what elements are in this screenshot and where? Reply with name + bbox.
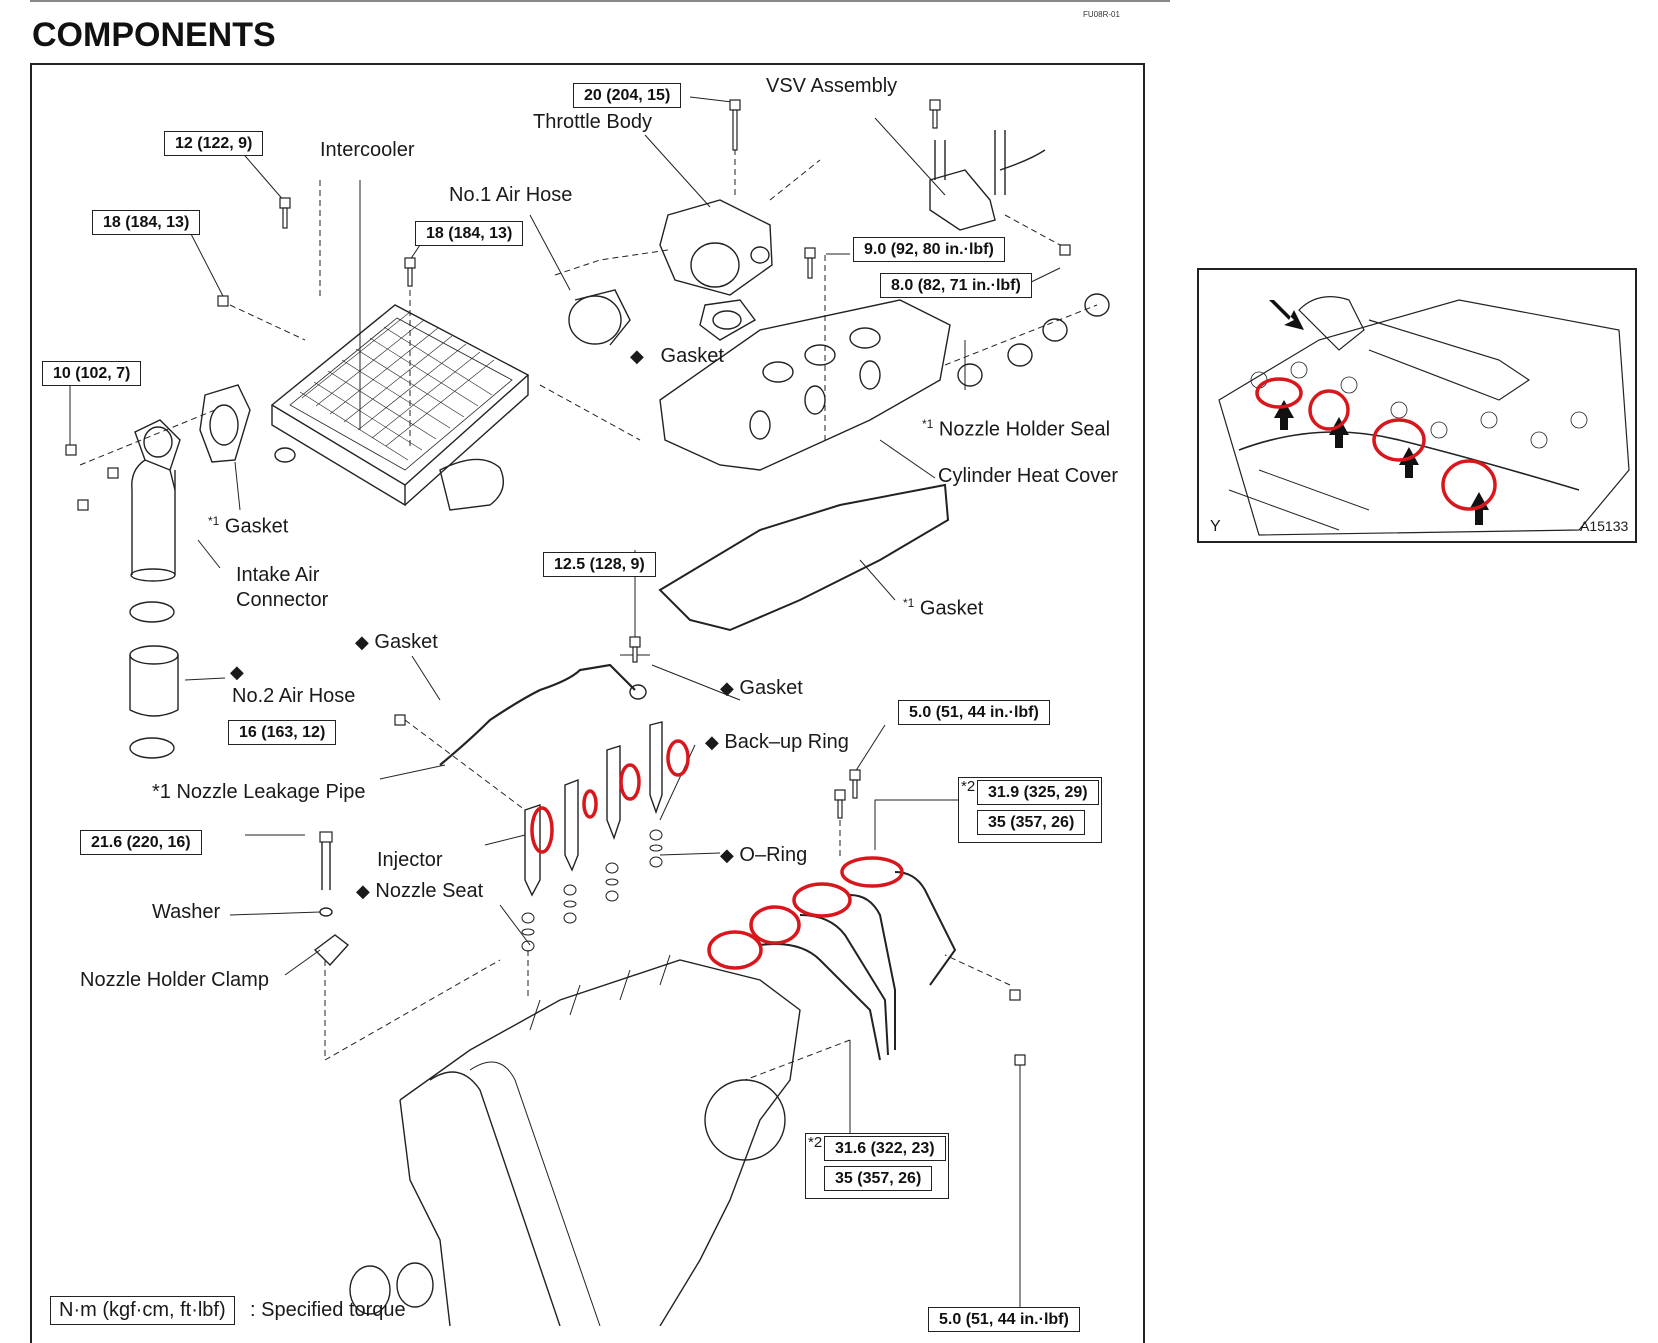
label-gasket-leak-pipe: ◆ Gasket: [355, 631, 438, 653]
highlight-pipe-union-2: [792, 882, 852, 918]
label-gasket-cover: *1 Gasket: [903, 596, 984, 620]
label-injector: Injector: [377, 849, 443, 871]
gasket-drawing: [199, 384, 251, 463]
label-gasket-intercooler: *1 Gasket: [208, 514, 289, 538]
torque-group-pipe-injector-side: *2 31.9 (325, 29) 35 (357, 26): [958, 777, 1102, 843]
inset-arrows: [1269, 300, 1489, 525]
torque-nozzle-clamp-bolt: 21.6 (220, 16): [80, 830, 202, 855]
torque-pipe-nut-injector-alt: 35 (357, 26): [977, 810, 1086, 835]
diagram-frame: [30, 63, 1145, 1343]
label-intake-air-connector-1: Intake Air: [236, 564, 320, 586]
torque-intercooler-bracket-2: 18 (184, 13): [415, 221, 524, 246]
highlight-injector-2: [582, 789, 598, 819]
label-washer: Washer: [152, 901, 221, 923]
highlight-pipe-union-4: [707, 930, 763, 970]
label-no2-air-hose: No.2 Air Hose: [232, 685, 356, 707]
torque-clamp-bolt-lower: 5.0 (51, 44 in.·lbf): [928, 1307, 1080, 1332]
highlight-pipe-union-1: [840, 856, 904, 888]
torque-unit-legend: N·m (kgf·cm, ft·lbf): [50, 1296, 235, 1325]
highlight-injector-3: [619, 763, 641, 801]
label-nozzle-holder-seal: *1 Nozzle Holder Seal: [922, 417, 1111, 441]
label-intake-air-connector-2: Connector: [236, 589, 329, 611]
page-title: COMPONENTS: [32, 16, 276, 54]
label-no1-air-hose: No.1 Air Hose: [449, 184, 573, 206]
label-cylinder-heat-cover: Cylinder Heat Cover: [938, 465, 1119, 487]
inset-view-letter: Y: [1210, 518, 1221, 535]
torque-clamp-bolt-upper: 5.0 (51, 44 in.·lbf): [898, 700, 1050, 725]
torque-pipe-nut-pump: 31.6 (322, 23): [824, 1136, 946, 1161]
label-nozzle-leakage-pipe: *1 Nozzle Leakage Pipe: [152, 781, 366, 803]
highlight-circles: [530, 739, 904, 970]
intercooler-drawing: [270, 304, 530, 511]
highlight-injector-4: [666, 739, 690, 777]
label-gasket-throttle: ◆ Gasket: [630, 345, 724, 367]
inset-highlight-circles: [1255, 377, 1497, 511]
torque-vsv-bolt: 8.0 (82, 71 in.·lbf): [880, 273, 1032, 298]
inset-figure-code: A15133: [1580, 518, 1629, 534]
torque-group-pipe-pump-side: *2 31.6 (322, 23) 35 (357, 26): [805, 1133, 949, 1199]
label-gasket-union: ◆ Gasket: [720, 677, 803, 699]
document-code: FU08R-01: [1083, 10, 1120, 19]
label-throttle-body: Throttle Body: [533, 111, 652, 133]
diamond-no2-air-hose: ◆: [230, 662, 244, 682]
torque-throttle-body-bolt: 20 (204, 15): [573, 83, 682, 108]
torque-union-bolt: 12.5 (128, 9): [543, 552, 656, 577]
label-backup-ring: ◆ Back–up Ring: [705, 731, 849, 753]
inset-view-y: [1197, 268, 1637, 543]
torque-intercooler-bolt: 12 (122, 9): [164, 131, 264, 156]
torque-intercooler-bracket: 18 (184, 13): [92, 210, 201, 235]
highlight-injector-1: [530, 806, 554, 854]
torque-pipe-nut-injector: 31.9 (325, 29): [977, 780, 1099, 805]
torque-intake-connector-bolt: 10 (102, 7): [42, 361, 142, 386]
intake-air-connector-drawing: [130, 419, 181, 582]
engine-block-drawing: [349, 954, 801, 1326]
diamond-mark: ◆: [630, 346, 644, 366]
torque-heat-cover-bolt: 9.0 (92, 80 in.·lbf): [853, 237, 1005, 262]
torque-leak-pipe-bolt: 16 (163, 12): [228, 720, 337, 745]
injectors-drawing: [524, 721, 663, 897]
torque-pipe-nut-pump-alt: 35 (357, 26): [824, 1166, 933, 1191]
label-vsv-assembly: VSV Assembly: [766, 75, 898, 97]
inset-engine-drawing: [1218, 296, 1630, 536]
highlight-pipe-union-3: [749, 905, 801, 945]
label-intercooler: Intercooler: [320, 139, 415, 161]
top-rule: [30, 0, 1170, 2]
torque-legend-description: : Specified torque: [250, 1299, 406, 1321]
label-o-ring: ◆ O–Ring: [720, 844, 808, 866]
label-nozzle-holder-clamp: Nozzle Holder Clamp: [80, 969, 269, 991]
label-nozzle-seat: ◆ Nozzle Seat: [356, 880, 484, 902]
